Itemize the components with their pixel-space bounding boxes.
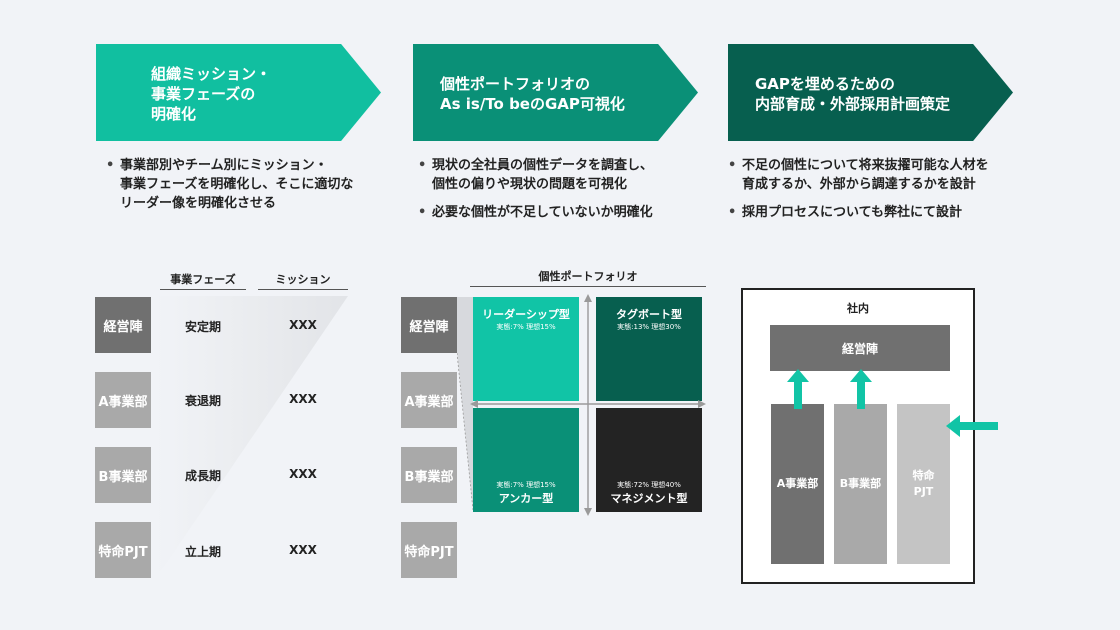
step-1-chevron: 組織ミッション・ 事業フェーズの 明確化 [96, 44, 381, 141]
quadrant-management: 実態:72% 理想40% マネジメント型 [596, 408, 702, 512]
quadrant-name: アンカー型 [498, 492, 554, 505]
quadrant-ratio: 実態:13% 理想30% [617, 323, 681, 331]
header-phase: 事業フェーズ [170, 273, 236, 286]
portfolio-title: 個性ポートフォリオ [538, 270, 638, 283]
step-3-bullets: 不足の個性について将来抜擢可能な人材を 育成するか、外部から調達するかを設計 採… [726, 156, 989, 231]
quadrant-ratio: 実態:72% 理想40% [617, 481, 681, 489]
phase-cell: 衰退期 [184, 394, 221, 408]
step-1-line-1: 組織ミッション・ [151, 65, 272, 83]
arrow-up-icon [787, 369, 809, 409]
mission-cell: XXX [289, 392, 317, 406]
arrow-up-icon [850, 369, 872, 409]
projection-wedge [457, 297, 473, 511]
unit-box-special-pjt: 特命PJT [95, 522, 151, 578]
bullet-item: 採用プロセスについても弊社にて設計 [726, 203, 989, 222]
unit-box-b-division: B事業部 [401, 447, 457, 503]
quadrant-tugboat: タグボート型 実態:13% 理想30% [596, 297, 702, 401]
org-column-special-pjt: 特命 PJT [897, 404, 950, 564]
arrow-left-icon [946, 415, 998, 437]
header-mission: ミッション [275, 273, 331, 286]
step-1-line-2: 事業フェーズの [151, 85, 256, 103]
mission-cell: XXX [289, 467, 317, 481]
step-2-chevron: 個性ポートフォリオの As is/To beのGAP可視化 [413, 44, 698, 141]
quadrant-name: リーダーシップ型 [482, 308, 570, 321]
step-3-line-1: GAPを埋めるための [755, 75, 895, 93]
unit-box-special-pjt: 特命PJT [401, 522, 457, 578]
step-2-line-2: As is/To beのGAP可視化 [440, 95, 625, 113]
step-3-line-2: 内部育成・外部採用計画策定 [755, 95, 951, 113]
phase-triangle [155, 296, 348, 580]
step-3-chevron: GAPを埋めるための 内部育成・外部採用計画策定 [728, 44, 1013, 141]
unit-box-a-division: A事業部 [95, 372, 151, 428]
quadrant-name: タグボート型 [616, 308, 682, 321]
phase-cell: 立上期 [184, 545, 221, 559]
quadrant-ratio: 実態:7% 理想15% [496, 481, 556, 489]
portfolio-axes [470, 294, 706, 516]
org-management-box: 経営陣 [770, 325, 950, 371]
phase-cell: 安定期 [184, 320, 221, 334]
quadrant-ratio: 実態:7% 理想15% [496, 323, 556, 331]
quadrant-anchor: 実態:7% 理想15% アンカー型 [473, 408, 579, 512]
unit-box-b-division: B事業部 [95, 447, 151, 503]
portfolio-title-underline [470, 286, 706, 287]
step-1-bullets: 事業部別やチーム別にミッション・ 事業フェーズを明確化し、そこに適切な リーダー… [104, 156, 353, 222]
step-2-bullets: 現状の全社員の個性データを調査し、 個性の偏りや現状の問題を可視化 必要な個性が… [416, 156, 653, 231]
quadrant-name: マネジメント型 [610, 492, 688, 505]
quadrant-leadership: リーダーシップ型 実態:7% 理想15% [473, 297, 579, 401]
header-mission-underline [258, 289, 348, 290]
unit-box-management: 経営陣 [95, 297, 151, 353]
step-1-line-3: 明確化 [151, 105, 197, 123]
unit-box-management: 経営陣 [401, 297, 457, 353]
mission-cell: XXX [289, 318, 317, 332]
org-column-b-division: B事業部 [834, 404, 887, 564]
step-2-line-1: 個性ポートフォリオの [440, 75, 591, 93]
bullet-item: 現状の全社員の個性データを調査し、 個性の偏りや現状の問題を可視化 [416, 156, 653, 194]
org-title: 社内 [847, 302, 869, 315]
unit-box-a-division: A事業部 [401, 372, 457, 428]
bullet-item: 必要な個性が不足していないか明確化 [416, 203, 653, 222]
bullet-item: 事業部別やチーム別にミッション・ 事業フェーズを明確化し、そこに適切な リーダー… [104, 156, 353, 213]
bullet-item: 不足の個性について将来抜擢可能な人材を 育成するか、外部から調達するかを設計 [726, 156, 989, 194]
header-phase-underline [160, 289, 246, 290]
org-column-a-division: A事業部 [771, 404, 824, 564]
phase-cell: 成長期 [184, 469, 221, 483]
mission-cell: XXX [289, 543, 317, 557]
